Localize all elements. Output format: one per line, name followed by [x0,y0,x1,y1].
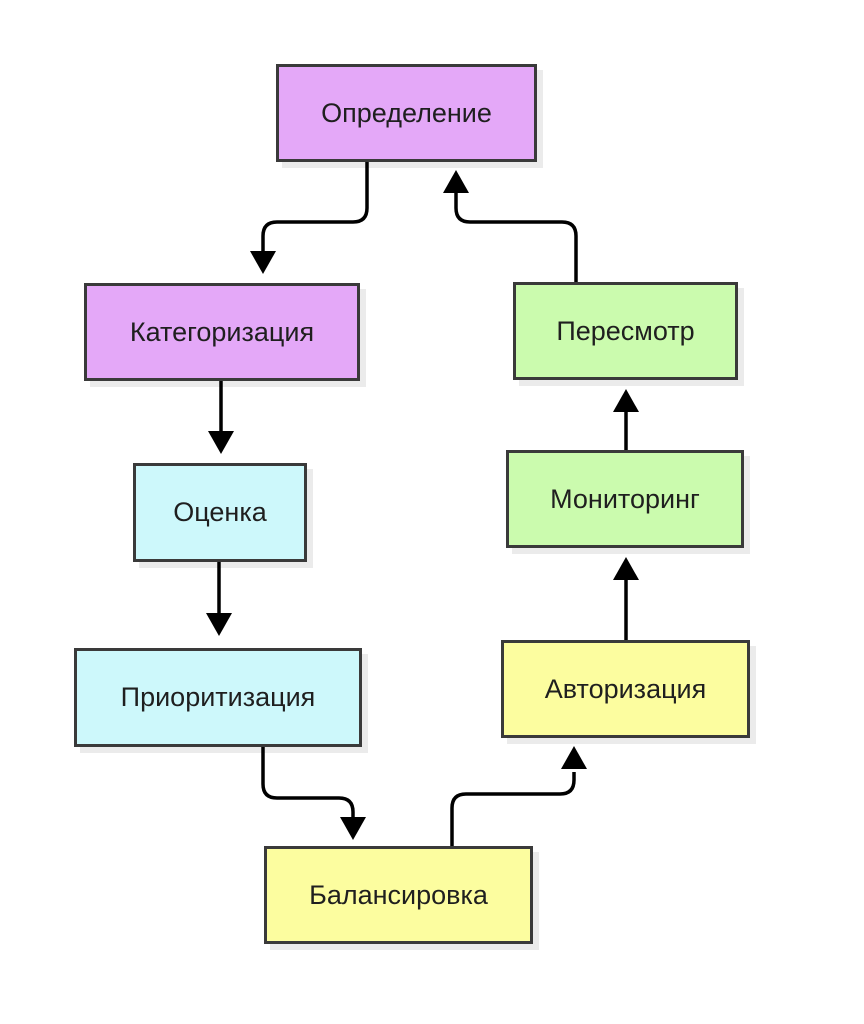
node-balancing[interactable]: Балансировка [264,846,533,944]
node-review[interactable]: Пересмотр [513,282,738,380]
node-authorization[interactable]: Авторизация [501,640,750,738]
node-categorization-label: Категоризация [129,316,315,347]
node-prioritization-label: Приоритизация [120,682,316,712]
node-balancing-label: Балансировка [309,879,488,910]
arrowhead-assessment [208,431,234,454]
node-assessment[interactable]: Оценка [133,463,307,562]
node-assessment-label: Оценка [173,497,267,527]
node-monitoring-label: Мониторинг [550,483,700,514]
node-prioritization[interactable]: Приоритизация [74,648,362,747]
node-categorization[interactable]: Категоризация [84,283,360,381]
edge-balancing-to-authorization [450,772,576,846]
node-review-label: Пересмотр [556,315,695,346]
node-definition-label: Определение [321,97,492,128]
arrowhead-categorization [250,251,276,274]
arrowhead-monitoring [613,557,639,580]
arrowhead-balancing [340,817,366,840]
node-authorization-label: Авторизация [544,673,707,704]
arrowhead-prioritization [206,613,232,636]
arrowhead-authorization [561,746,587,769]
edge-definition-to-categorization [261,162,369,252]
arrowhead-review [613,389,639,412]
node-definition[interactable]: Определение [276,64,537,162]
arrowhead-definition [443,170,469,193]
edge-prioritization-to-balancing [261,746,355,820]
edge-review-to-definition [454,192,578,282]
node-monitoring[interactable]: Мониторинг [506,450,744,548]
